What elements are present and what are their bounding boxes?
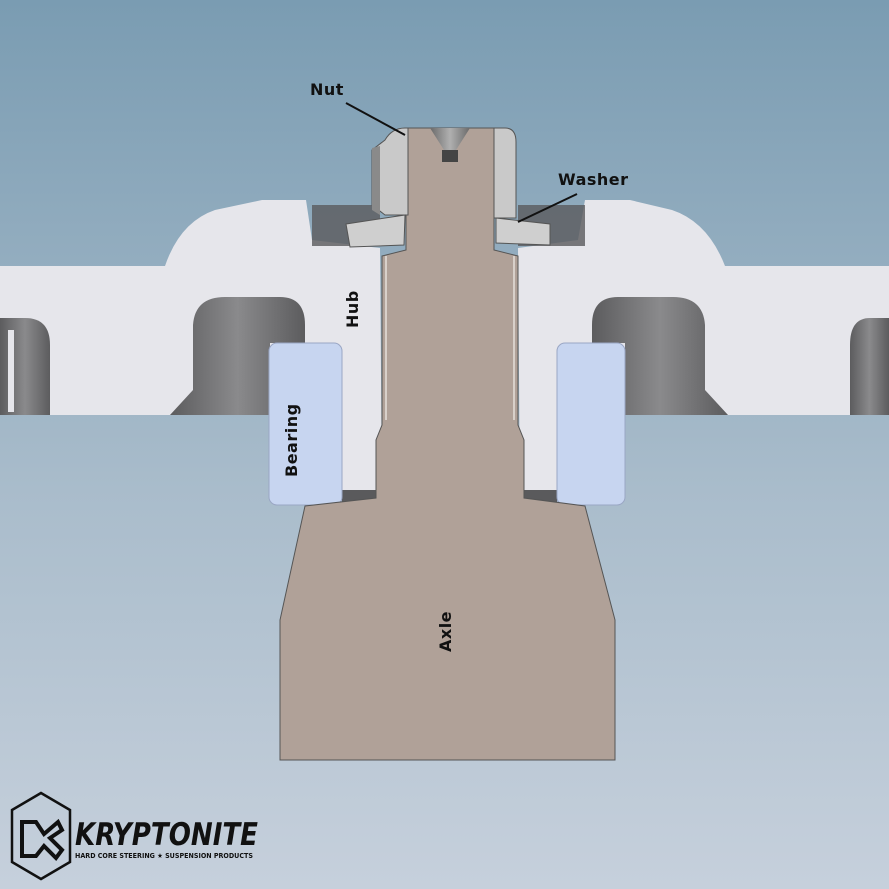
logo-tagline: HARD CORE STEERING ★ SUSPENSION PRODUCTS xyxy=(75,852,253,860)
hub-recess-right xyxy=(592,297,728,415)
bearing-right xyxy=(556,342,626,506)
hub-recess-left xyxy=(170,297,305,415)
nut-leader-line xyxy=(345,102,406,136)
label-washer: Washer xyxy=(558,170,629,189)
label-hub: Hub xyxy=(343,290,362,328)
logo-hexagon-icon xyxy=(10,791,72,881)
kryptonite-logo: KRYPTONITE HARD CORE STEERING ★ SUSPENSI… xyxy=(10,791,258,881)
washer-leader-line xyxy=(517,193,578,223)
logo-k-mark-icon xyxy=(20,818,65,862)
axle-bore-tip xyxy=(442,150,458,162)
label-axle: Axle xyxy=(436,611,455,652)
washer-left xyxy=(345,214,406,248)
label-nut: Nut xyxy=(310,80,344,99)
label-bearing: Bearing xyxy=(282,403,301,477)
axle-center-bore xyxy=(430,128,470,150)
logo-brand: KRYPTONITE xyxy=(75,817,258,853)
nut xyxy=(371,127,517,219)
axle xyxy=(279,127,616,761)
hub xyxy=(0,200,889,505)
washer-right xyxy=(495,217,551,246)
bearing-left xyxy=(268,342,343,506)
